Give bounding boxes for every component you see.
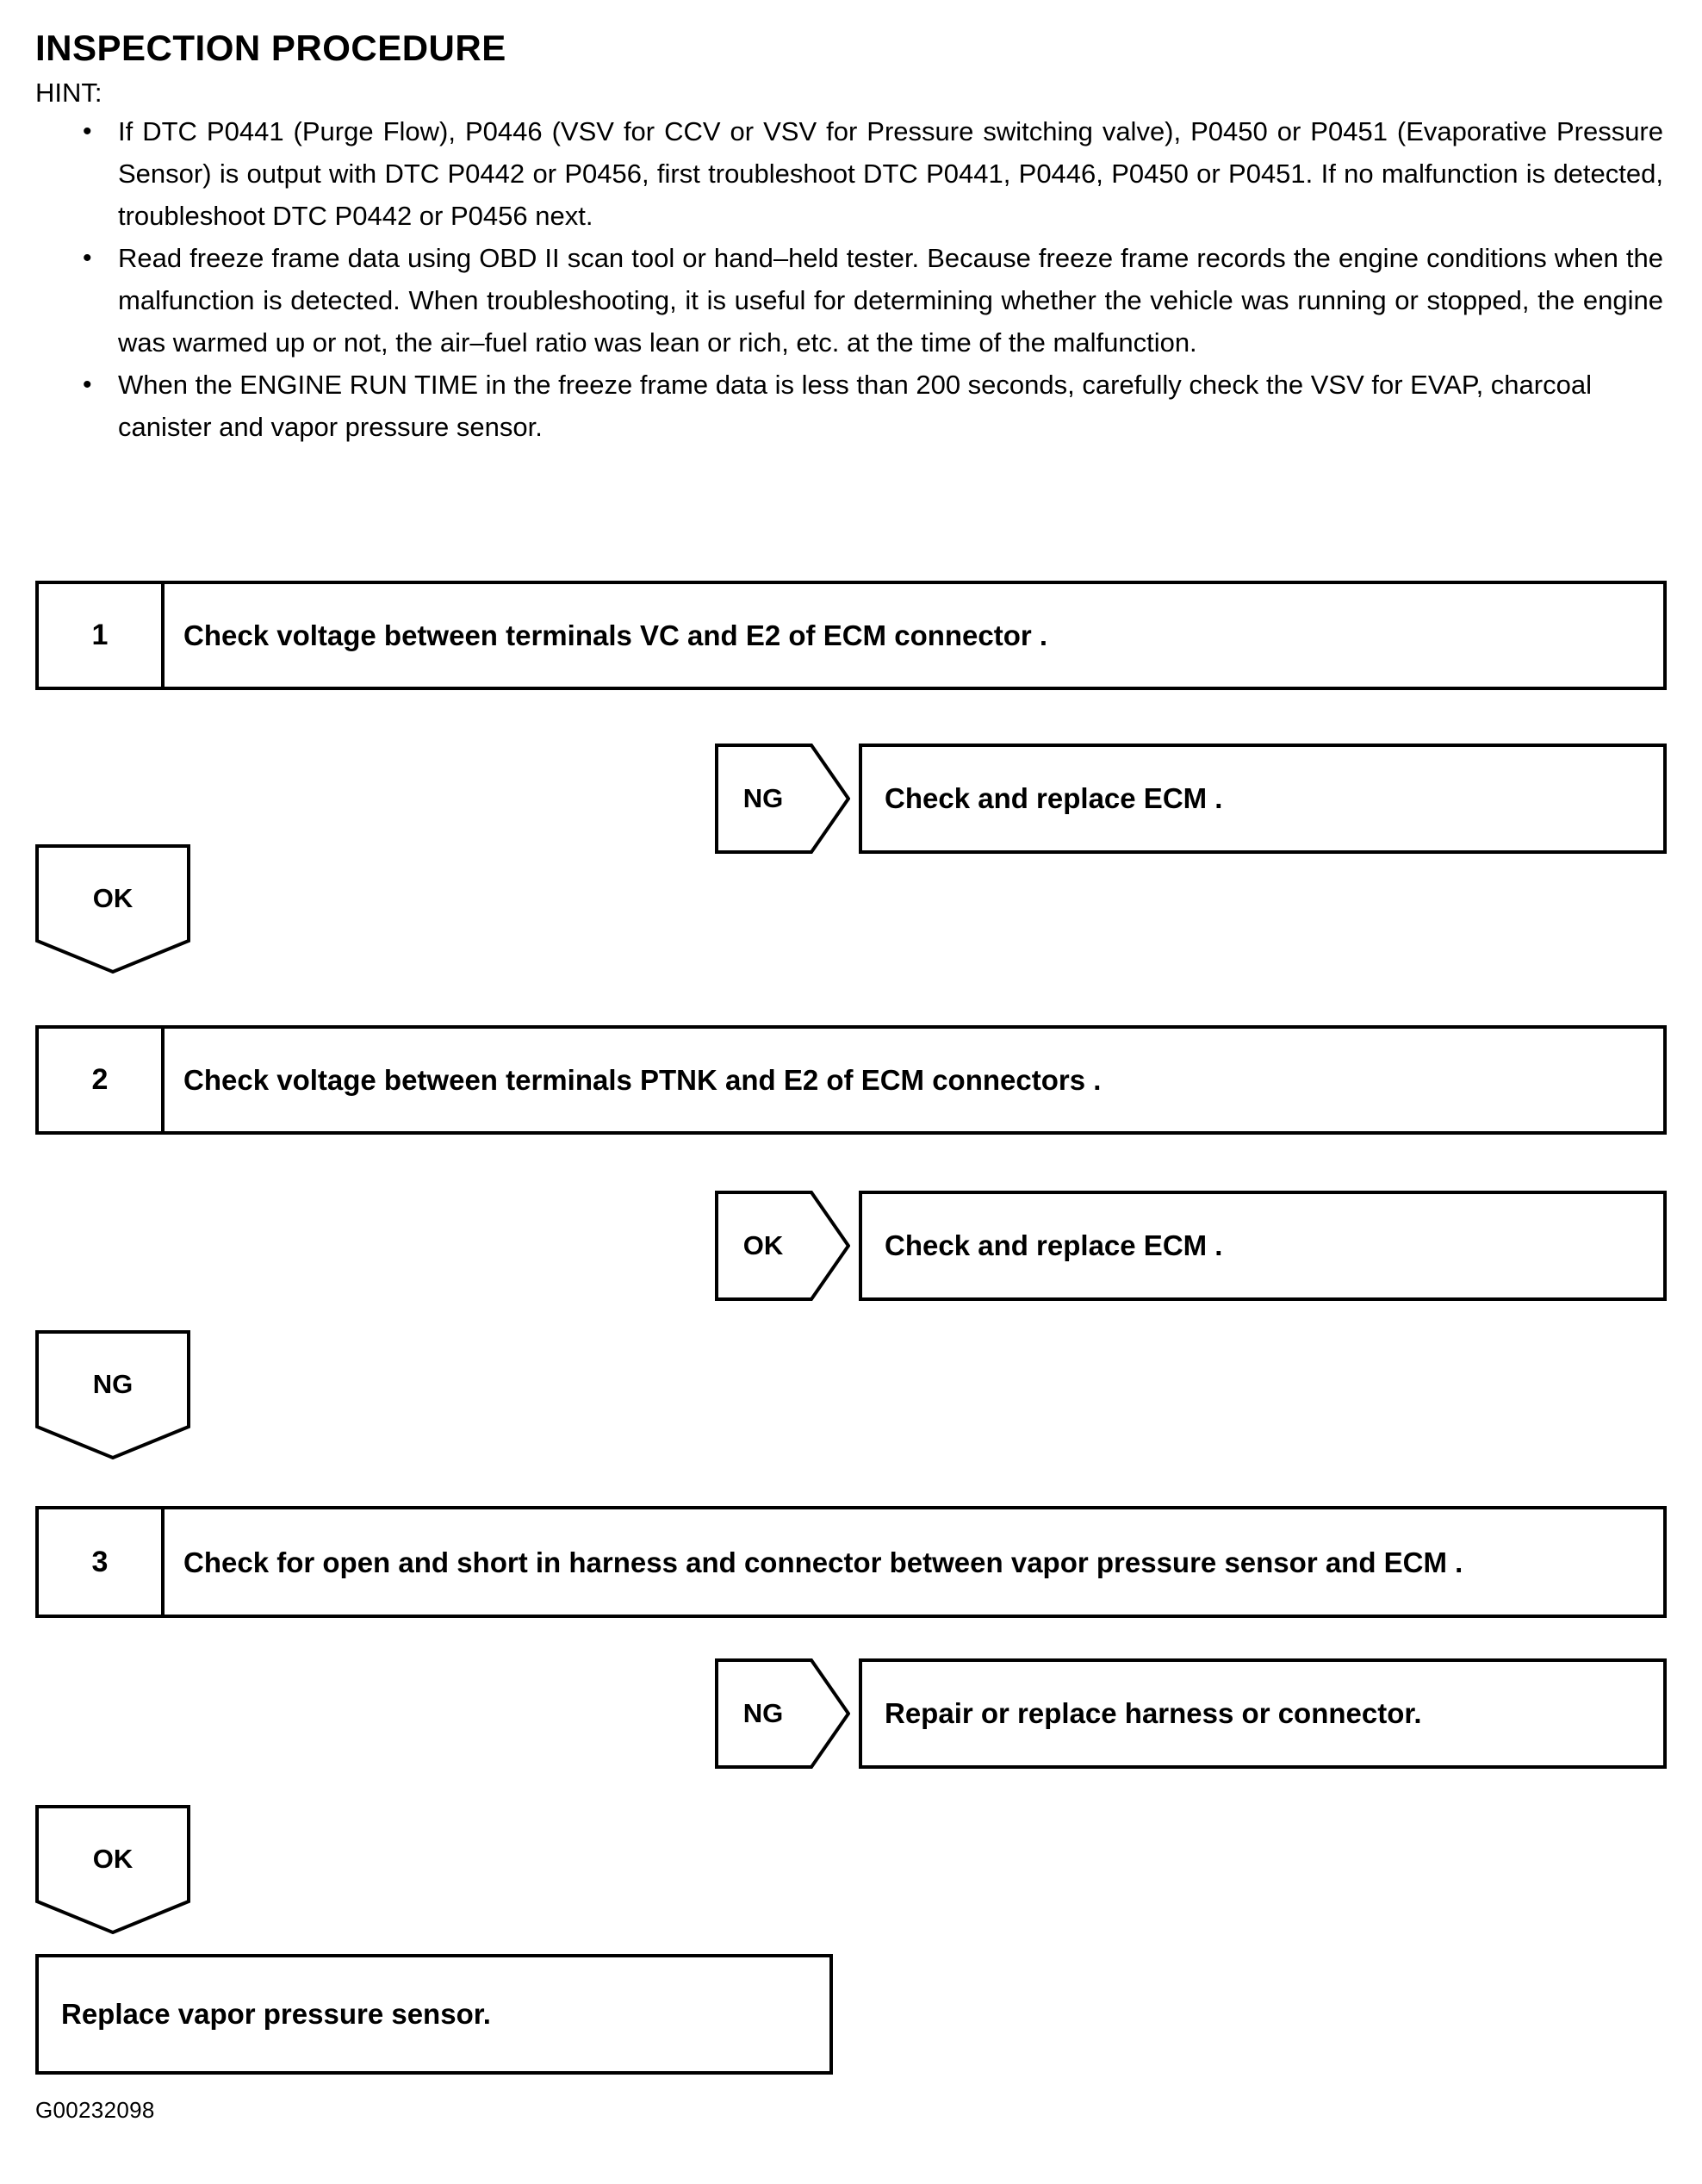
step-number-3: 3	[39, 1509, 165, 1615]
bullet-icon: •	[83, 244, 92, 272]
result-box-3: Repair or replace harness or connector.	[859, 1658, 1667, 1769]
judgement-tag-label: OK	[742, 1230, 784, 1260]
hint-label: HINT:	[35, 78, 102, 108]
step-number-2: 2	[39, 1029, 165, 1131]
list-item: • Read freeze frame data using OBD II sc…	[35, 237, 1672, 364]
result-text-2: Check and replace ECM .	[885, 1229, 1223, 1261]
conclusion-text: Replace vapor pressure sensor.	[61, 1998, 491, 2030]
step-instruction-2: Check voltage between terminals PTNK and…	[183, 1064, 1102, 1096]
step-text-cell-3: Check for open and short in harness and …	[165, 1509, 1663, 1615]
step-text-cell-2: Check voltage between terminals PTNK and…	[165, 1029, 1663, 1131]
flow-step-box-2: 2 Check voltage between terminals PTNK a…	[35, 1025, 1667, 1135]
result-text-1: Check and replace ECM .	[885, 782, 1223, 814]
step-number-1: 1	[39, 584, 165, 687]
hint-list: • If DTC P0441 (Purge Flow), P0446 (VSV …	[35, 110, 1672, 448]
flow-step-box-3: 3 Check for open and short in harness an…	[35, 1506, 1667, 1618]
judgement-tag-label: OK	[92, 1844, 134, 1874]
page-title: INSPECTION PROCEDURE	[35, 28, 506, 68]
list-item: • When the ENGINE RUN TIME in the freeze…	[35, 364, 1672, 448]
judgement-tag-label: NG	[742, 783, 784, 813]
flow-step-box-1: 1 Check voltage between terminals VC and…	[35, 581, 1667, 690]
step-text-cell-1: Check voltage between terminals VC and E…	[165, 584, 1663, 687]
hint-text: When the ENGINE RUN TIME in the freeze f…	[118, 370, 1592, 442]
list-item: • If DTC P0441 (Purge Flow), P0446 (VSV …	[35, 110, 1672, 237]
judgement-tag-ng-1: NG	[715, 744, 850, 854]
judgement-tag-label: NG	[742, 1698, 784, 1728]
footer-reference-code: G00232098	[35, 2097, 155, 2123]
bullet-icon: •	[83, 117, 92, 146]
judgement-tag-label: OK	[92, 883, 134, 913]
judgement-tag-ok-1: OK	[35, 844, 190, 974]
judgement-tag-ng-3: NG	[715, 1658, 850, 1769]
step-instruction-3: Check for open and short in harness and …	[183, 1546, 1463, 1578]
hint-text: If DTC P0441 (Purge Flow), P0446 (VSV fo…	[118, 116, 1663, 231]
hint-text: Read freeze frame data using OBD II scan…	[118, 243, 1663, 358]
result-text-3: Repair or replace harness or connector.	[885, 1697, 1422, 1729]
result-box-2: Check and replace ECM .	[859, 1191, 1667, 1301]
conclusion-box: Replace vapor pressure sensor.	[35, 1954, 833, 2075]
result-box-1: Check and replace ECM .	[859, 744, 1667, 854]
step-instruction-1: Check voltage between terminals VC and E…	[183, 619, 1048, 651]
judgement-tag-ok-3: OK	[35, 1805, 190, 1934]
judgement-tag-label: NG	[92, 1369, 134, 1399]
judgement-tag-ng-2: NG	[35, 1330, 190, 1459]
judgement-tag-ok-2: OK	[715, 1191, 850, 1301]
bullet-icon: •	[83, 370, 92, 399]
